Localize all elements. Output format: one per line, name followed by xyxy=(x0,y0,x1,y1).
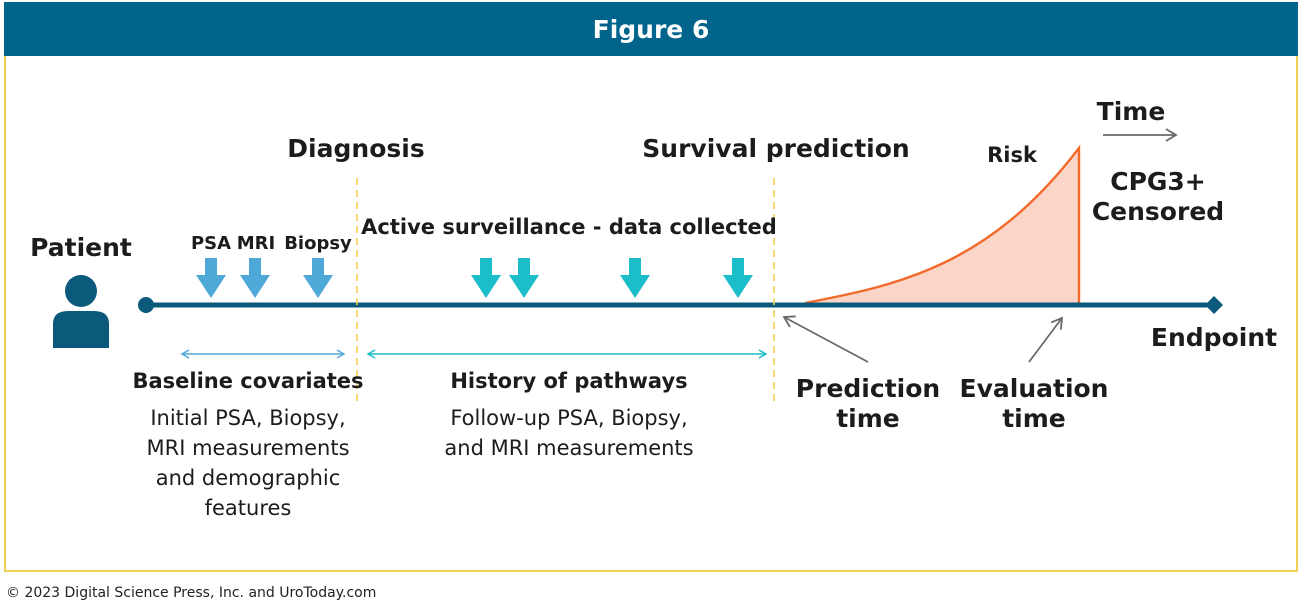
risk-curve-line xyxy=(804,144,1081,305)
baseline-desc-line: and demographic xyxy=(155,466,341,490)
psa-label: PSA xyxy=(190,233,232,254)
down-arrow-icon xyxy=(620,258,650,298)
history-desc-line: and MRI measurements xyxy=(444,436,694,460)
diamond-endpoint-icon xyxy=(1205,296,1223,314)
endpoint-label: Endpoint xyxy=(1150,323,1278,352)
prediction-time-line1: Prediction xyxy=(795,374,941,403)
down-arrow-icon xyxy=(196,258,226,298)
mri-label: MRI xyxy=(236,233,276,254)
risk-curve xyxy=(805,148,1079,303)
prediction-time-pointer xyxy=(782,315,869,363)
patient-icon xyxy=(53,275,109,348)
prediction-time-label: Prediction time xyxy=(796,374,940,434)
down-arrow-icon xyxy=(471,258,501,298)
down-arrow-icon xyxy=(509,258,539,298)
down-arrow-icon xyxy=(303,258,333,298)
outcome-label: CPG3+ Censored xyxy=(1092,167,1224,227)
history-desc-line: Follow-up PSA, Biopsy, xyxy=(450,406,688,430)
evaluation-time-line2: time xyxy=(1002,404,1066,433)
outcome-line2: Censored xyxy=(1091,197,1225,226)
down-arrow-icon xyxy=(240,258,270,298)
patient-label: Patient xyxy=(30,233,132,262)
down-arrow-icon xyxy=(723,258,753,298)
risk-label: Risk xyxy=(987,143,1037,167)
evaluation-time-pointer xyxy=(1028,316,1064,363)
baseline-desc-line: Initial PSA, Biopsy, xyxy=(150,406,346,430)
survival-prediction-label: Survival prediction xyxy=(642,134,910,163)
baseline-covariates-description: Initial PSA, Biopsy, MRI measurements an… xyxy=(146,403,349,523)
biopsy-label: Biopsy xyxy=(284,233,352,254)
history-of-pathways-description: Follow-up PSA, Biopsy, and MRI measureme… xyxy=(444,403,693,463)
evaluation-time-line1: Evaluation xyxy=(959,374,1109,403)
outcome-line1: CPG3+ xyxy=(1110,167,1206,196)
figure-header: Figure 6 xyxy=(4,2,1298,56)
timeline-start-dot xyxy=(138,297,154,313)
figure-title: Figure 6 xyxy=(592,14,710,44)
active-surveillance-label: Active surveillance - data collected xyxy=(361,215,777,239)
baseline-covariates-title: Baseline covariates xyxy=(132,369,364,393)
prediction-time-line2: time xyxy=(836,404,900,433)
time-label: Time xyxy=(1096,97,1166,126)
history-of-pathways-title: History of pathways xyxy=(450,369,688,393)
evaluation-time-label: Evaluation time xyxy=(960,374,1109,434)
baseline-desc-line: features xyxy=(204,496,292,520)
copyright-footer: © 2023 Digital Science Press, Inc. and U… xyxy=(6,585,377,601)
diagnosis-label: Diagnosis xyxy=(287,134,425,163)
baseline-desc-line: MRI measurements xyxy=(146,436,350,460)
